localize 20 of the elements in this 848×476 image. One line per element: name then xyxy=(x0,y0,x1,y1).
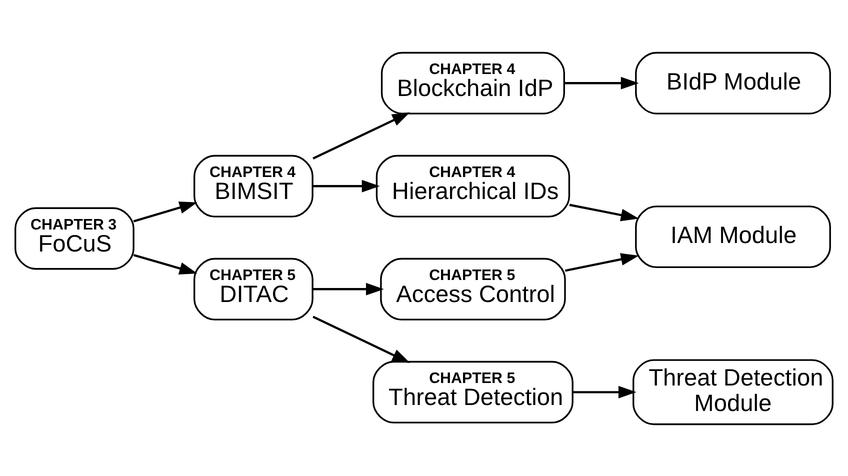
node-box: CHAPTER 5 Access Control xyxy=(380,257,566,320)
arrow xyxy=(313,282,384,295)
arrow xyxy=(312,315,410,363)
arrow xyxy=(133,254,198,274)
arrow xyxy=(564,76,639,89)
node-box: Threat Detection Module xyxy=(632,358,834,425)
node-box: CHAPTER 4 BIMSIT xyxy=(194,154,314,217)
node-box: CHAPTER 3 FoCuS xyxy=(14,206,134,270)
node-box: IAM Module xyxy=(635,205,831,268)
node-box: CHAPTER 4 Hierarchical IDs xyxy=(376,154,570,217)
arrow xyxy=(312,112,410,160)
arrow xyxy=(313,179,380,192)
arrow xyxy=(573,385,636,398)
node-box: BIdP Module xyxy=(635,51,831,114)
node-box: CHAPTER 4 Blockchain IdP xyxy=(380,51,565,114)
node-box: CHAPTER 5 DITAC xyxy=(194,257,314,320)
arrow xyxy=(564,252,639,272)
arrow xyxy=(569,203,639,221)
arrow xyxy=(133,201,198,222)
node-box: CHAPTER 5 Threat Detection xyxy=(372,360,574,423)
